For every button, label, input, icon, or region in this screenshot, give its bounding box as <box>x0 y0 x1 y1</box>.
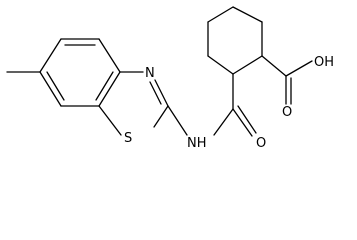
thiazole-ring <box>98 71 169 136</box>
carbonyl-double-bond-a <box>232 108 253 137</box>
cyclohexane-ring <box>207 6 263 110</box>
c-n-amide-bond <box>167 105 188 136</box>
acid-c-oh-bond <box>285 60 313 77</box>
sulfur-atom-label: S <box>124 131 132 146</box>
molecule-structure: N S NH O OH O <box>6 6 334 151</box>
acid-oh-label: OH <box>314 55 334 70</box>
acid-oxygen-label: O <box>282 105 292 120</box>
n-c-amide-bond <box>213 108 234 136</box>
carbonyl-double-bond-b <box>237 105 257 134</box>
nitrogen-atom-label: N <box>145 66 155 81</box>
amide-oxygen-label: O <box>256 136 266 151</box>
amide-nh-label: NH <box>187 136 207 151</box>
ring-to-acid-bond <box>261 55 287 77</box>
benzene-ring <box>39 38 121 107</box>
